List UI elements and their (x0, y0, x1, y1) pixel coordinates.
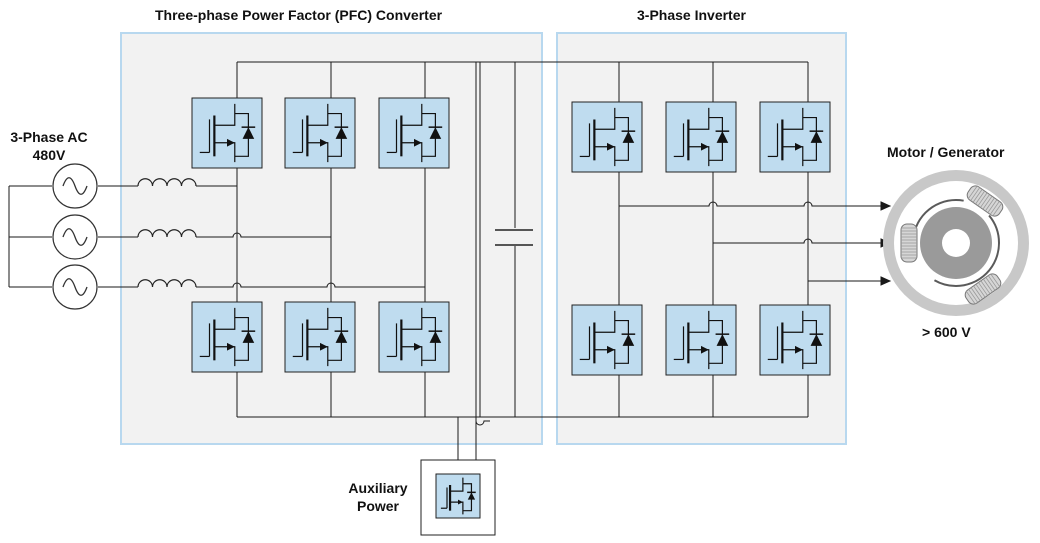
auxiliary-power-module (420, 459, 496, 536)
switch-box (191, 97, 263, 169)
switch-box (759, 101, 831, 173)
switch-modules (191, 97, 831, 376)
aux-power-label-line1: Auxiliary (348, 480, 408, 496)
motor-title: Motor / Generator (887, 144, 1005, 160)
diode-icon (334, 126, 349, 139)
inverter-title: 3-Phase Inverter (637, 7, 746, 23)
phase-c-wire (196, 282, 425, 288)
switch-module (571, 101, 643, 173)
wiring (8, 61, 892, 486)
diode-icon (467, 491, 476, 500)
aux-power-label: Auxiliary Power (336, 479, 420, 515)
output-arrow-w (880, 276, 892, 286)
ac-sources (52, 163, 98, 310)
switch-box (571, 101, 643, 173)
switch-box (378, 97, 450, 169)
switch-module (284, 97, 356, 169)
output-phase-v (713, 238, 884, 244)
switch-module (435, 473, 481, 519)
switch-box (378, 301, 450, 373)
dc-link-capacitor (490, 228, 533, 246)
diode-icon (428, 330, 443, 343)
inverter-block (556, 32, 847, 445)
switch-module (191, 97, 263, 169)
switch-box (665, 101, 737, 173)
switch-module (759, 304, 831, 376)
switch-module (378, 97, 450, 169)
motor-voltage: > 600 V (922, 324, 971, 340)
ac-source-label-line2: 480V (32, 147, 66, 163)
switch-module (571, 304, 643, 376)
switch-box (284, 97, 356, 169)
winding-icon (900, 223, 918, 263)
diode-icon (809, 130, 824, 143)
switch-module (759, 101, 831, 173)
ac-source-label: 3-Phase AC 480V (8, 128, 90, 164)
switch-module (378, 301, 450, 373)
output-arrow-u (880, 201, 892, 211)
winding-icon (964, 273, 1002, 305)
switch-box (665, 304, 737, 376)
aux-power-label-line2: Power (356, 498, 399, 514)
diode-icon (334, 330, 349, 343)
pfc-title: Three-phase Power Factor (PFC) Converter (155, 7, 443, 23)
diode-icon (809, 333, 824, 346)
inductors (137, 178, 197, 288)
inductor-icon (137, 229, 197, 238)
motor-generator (883, 170, 1029, 316)
switch-box (191, 301, 263, 373)
ac-source-icon (52, 214, 98, 260)
igbt-icon (292, 307, 342, 367)
diode-icon (241, 126, 256, 139)
ac-source-label-line1: 3-Phase AC (10, 129, 88, 145)
diode-icon (715, 130, 730, 143)
inductor-icon (137, 178, 197, 187)
aux-feed (475, 420, 490, 486)
diode-icon (241, 330, 256, 343)
diode-icon (715, 333, 730, 346)
switch-box (284, 301, 356, 373)
switch-box (759, 304, 831, 376)
output-phase-u (619, 201, 884, 207)
phase-b-wire (196, 232, 331, 238)
diode-icon (621, 333, 636, 346)
motor-shaft-hole (942, 229, 970, 257)
ac-source-icon (52, 163, 98, 209)
diode-icon (428, 126, 443, 139)
switch-box (571, 304, 643, 376)
switch-module (191, 301, 263, 373)
ac-source-icon (52, 264, 98, 310)
diode-icon (621, 130, 636, 143)
switch-box (435, 473, 481, 519)
igbt-icon (386, 103, 436, 163)
switch-module (284, 301, 356, 373)
igbt-icon (673, 310, 723, 370)
igbt-icon (199, 307, 249, 367)
winding-icon (966, 185, 1004, 217)
switch-module (665, 304, 737, 376)
inductor-icon (137, 279, 197, 288)
switch-module (665, 101, 737, 173)
